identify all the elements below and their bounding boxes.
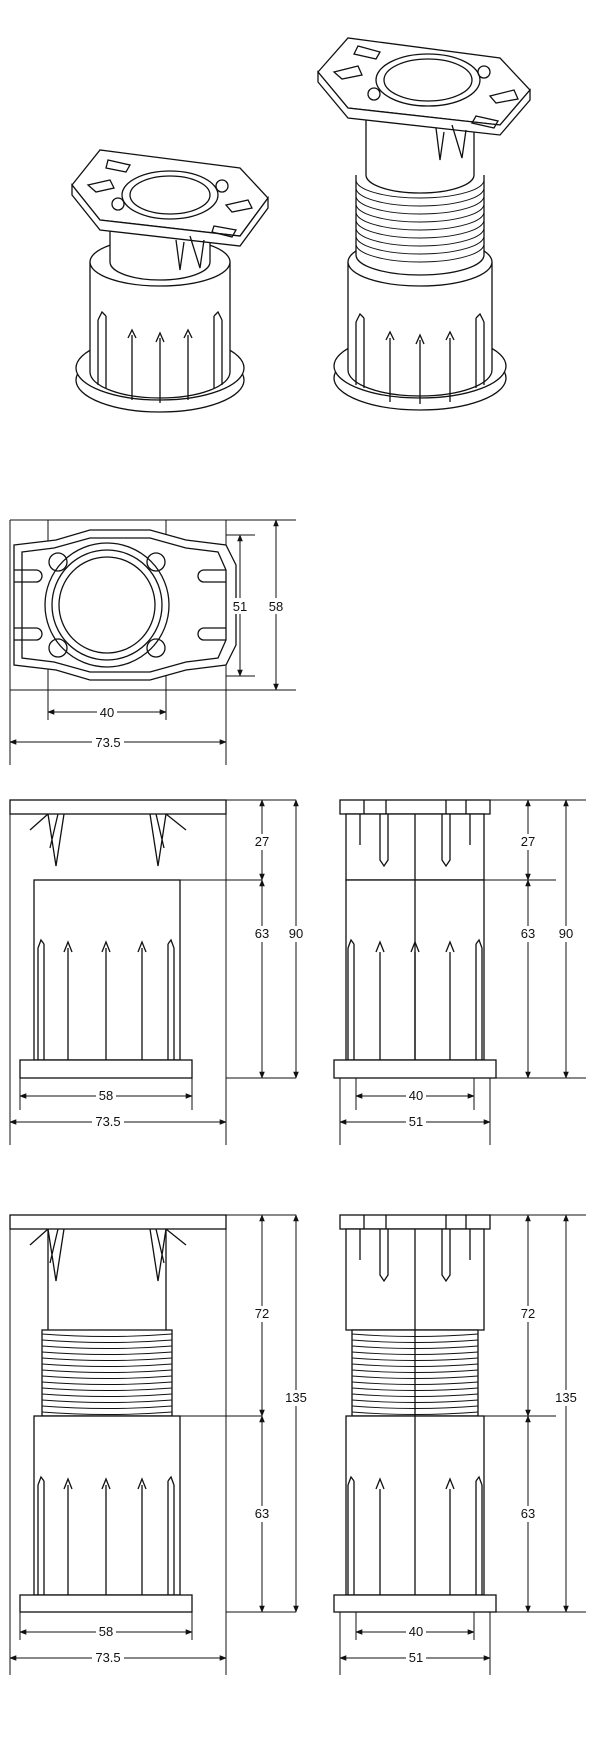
dim-front-tall-73-5: 73.5: [95, 1650, 120, 1665]
dim-front-tall-58: 58: [99, 1624, 113, 1639]
adjustable-leg-short-iso-icon: [71, 149, 269, 413]
dim-side-tall-72: 72: [521, 1306, 535, 1321]
dim-front-short-90: 90: [289, 926, 303, 941]
dim-top-51: 51: [233, 599, 247, 614]
front-view-tall: 72 135 63 58 73.5: [9, 1214, 310, 1675]
side-view-tall: 72 135 63 40 51: [333, 1214, 586, 1675]
dim-side-tall-51: 51: [409, 1650, 423, 1665]
top-view: 51 58 40 73.5: [9, 519, 296, 765]
front-view-short: 27 63 90 58 73.5: [9, 799, 306, 1145]
dim-side-tall-135: 135: [555, 1390, 577, 1405]
dim-side-short-63: 63: [521, 926, 535, 941]
dim-front-short-63: 63: [255, 926, 269, 941]
dim-front-short-58: 58: [99, 1088, 113, 1103]
dim-side-tall-40: 40: [409, 1624, 423, 1639]
dim-top-73-5: 73.5: [95, 735, 120, 750]
dim-side-tall-63: 63: [521, 1506, 535, 1521]
dim-side-short-27: 27: [521, 834, 535, 849]
thread-front-tall: [41, 1329, 173, 1417]
dim-side-short-51: 51: [409, 1114, 423, 1129]
dim-top-40: 40: [100, 705, 114, 720]
dim-front-tall-135: 135: [285, 1390, 307, 1405]
dim-side-short-90: 90: [559, 926, 573, 941]
dim-side-short-40: 40: [409, 1088, 423, 1103]
dim-front-short-27: 27: [255, 834, 269, 849]
dim-front-short-73-5: 73.5: [95, 1114, 120, 1129]
dim-front-tall-63: 63: [255, 1506, 269, 1521]
adjustable-leg-extended-iso-icon: [317, 37, 531, 411]
side-view-short: 27 63 90 40 51: [333, 799, 586, 1145]
dim-top-58: 58: [269, 599, 283, 614]
dim-front-tall-72: 72: [255, 1306, 269, 1321]
